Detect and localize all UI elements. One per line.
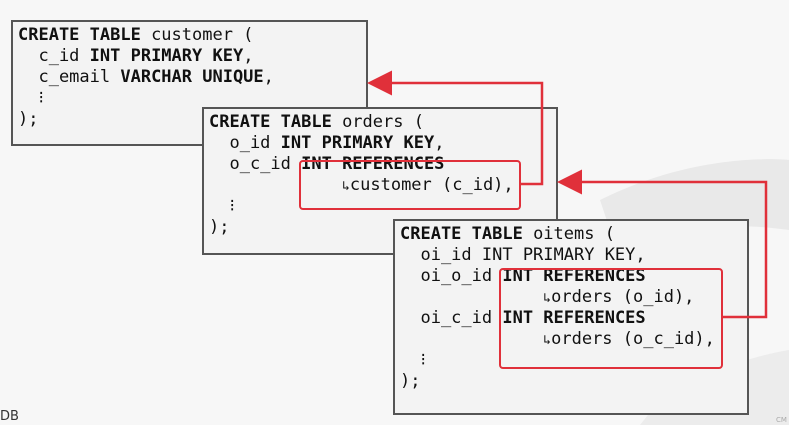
reference-arrow-icon: ↳ [543, 291, 552, 306]
customer-create-line: CREATE TABLE customer ( [18, 25, 254, 45]
customer-close: ); [18, 109, 39, 129]
orders-close: ); [209, 217, 230, 237]
oitems-ref2-line: ↳orders (o_c_id), [543, 329, 715, 349]
reference-arrow-icon: ↳ [543, 333, 552, 348]
orders-create-line: CREATE TABLE orders ( [209, 112, 424, 132]
customer-c-id-line: c_id INT PRIMARY KEY, [18, 46, 254, 66]
footer-right-label: CM [776, 416, 787, 424]
orders-ellipsis: ⁝ [209, 196, 235, 216]
customer-ellipsis: ⁝ [18, 88, 44, 108]
customer-c-email-line: c_email VARCHAR UNIQUE, [18, 67, 274, 87]
orders-o-id-line: o_id INT PRIMARY KEY, [209, 133, 445, 153]
orders-fk-highlight [299, 160, 521, 210]
footer-left-label: DB [0, 409, 19, 424]
oitems-ellipsis: ⁝ [400, 350, 426, 370]
oitems-close: ); [400, 371, 421, 391]
oitems-fk-highlight [499, 268, 723, 369]
oitems-oi-id-line: oi_id INT PRIMARY KEY, [400, 245, 646, 265]
oitems-create-line: CREATE TABLE oitems ( [400, 224, 615, 244]
reference-arrow-icon: ↳ [342, 179, 350, 194]
